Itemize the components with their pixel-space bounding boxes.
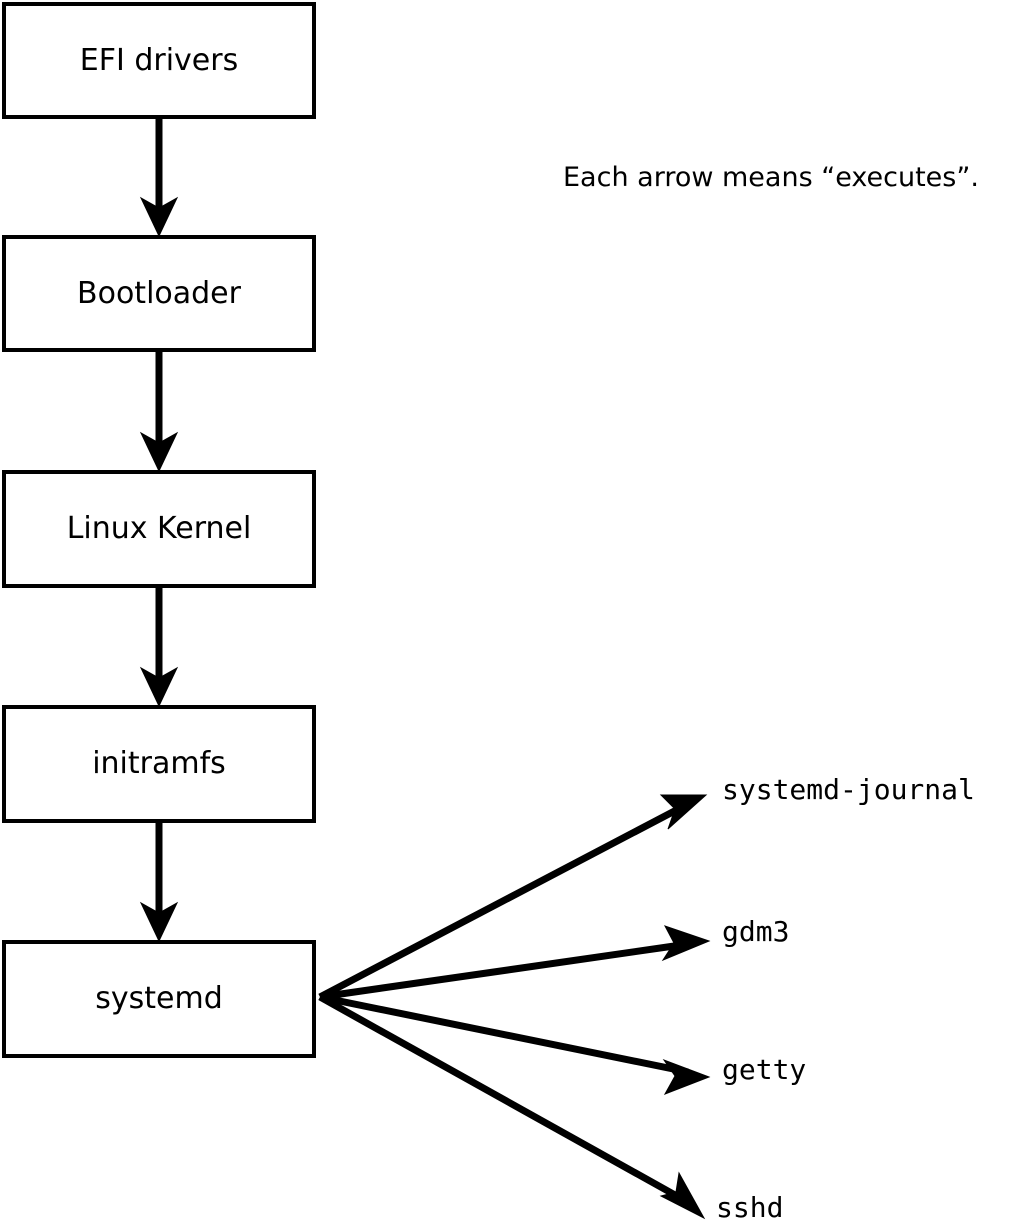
node-label-efi-drivers: EFI drivers (79, 42, 239, 78)
node-bootloader[interactable]: Bootloader (2, 235, 316, 352)
leaf-label-getty: getty (722, 1053, 807, 1086)
legend-note: Each arrow means “executes”. (563, 162, 979, 193)
node-label-linux-kernel: Linux Kernel (66, 511, 252, 546)
arrow-bootloader-to-kernel (139, 352, 179, 473)
node-label-initramfs: initramfs (92, 746, 226, 781)
node-linux-kernel[interactable]: Linux Kernel (2, 470, 316, 588)
leaf-label-sshd: sshd (716, 1191, 784, 1224)
arrow-systemd-to-systemd-journal (318, 794, 708, 1001)
arrow-systemd-to-getty (319, 993, 711, 1095)
node-efi-drivers[interactable]: EFI drivers (2, 2, 316, 119)
leaf-label-gdm3: gdm3 (722, 915, 790, 948)
arrow-systemd-to-sshd (318, 993, 706, 1220)
node-label-systemd: systemd (95, 981, 223, 1016)
arrow-systemd-to-gdm3 (319, 925, 711, 1001)
arrow-efi-to-bootloader (139, 118, 179, 238)
arrow-kernel-to-initramfs (139, 588, 179, 708)
node-initramfs[interactable]: initramfs (2, 705, 316, 823)
node-label-bootloader: Bootloader (77, 275, 241, 311)
leaf-label-systemd-journal: systemd-journal (722, 773, 975, 806)
arrow-initramfs-to-systemd (139, 823, 179, 943)
node-systemd[interactable]: systemd (2, 940, 316, 1058)
